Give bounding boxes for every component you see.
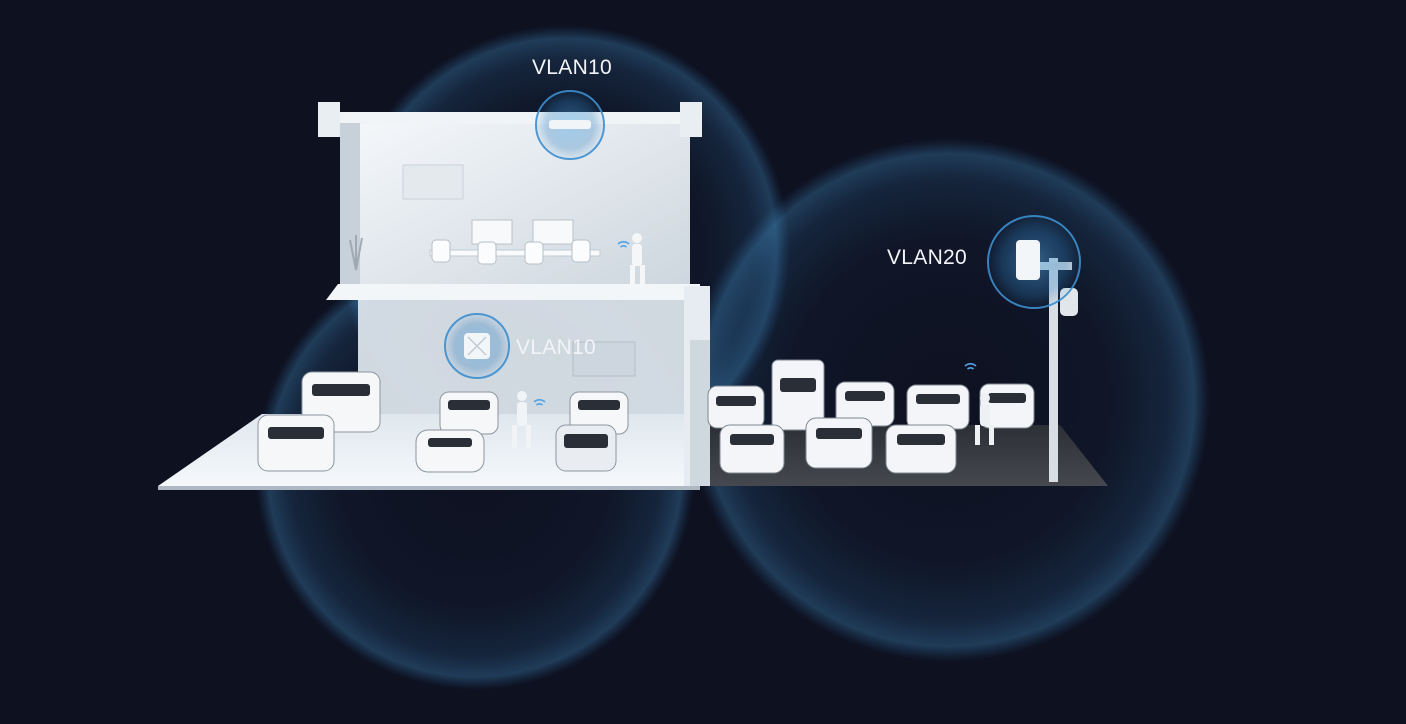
vlan-label-outdoor: VLAN20	[887, 246, 968, 269]
indoor-car-details	[268, 384, 620, 448]
vlan-label-upper: VLAN10	[532, 56, 613, 79]
person-lower	[512, 391, 531, 448]
vlan-label-lower: VLAN10	[516, 336, 597, 359]
person-outdoor	[975, 393, 994, 445]
ap-upper	[535, 90, 605, 160]
wifi-icon	[533, 241, 977, 406]
ap-lower	[444, 313, 510, 379]
building	[158, 102, 710, 490]
outdoor-car-details	[716, 378, 1026, 445]
ap-outdoor	[987, 215, 1081, 309]
